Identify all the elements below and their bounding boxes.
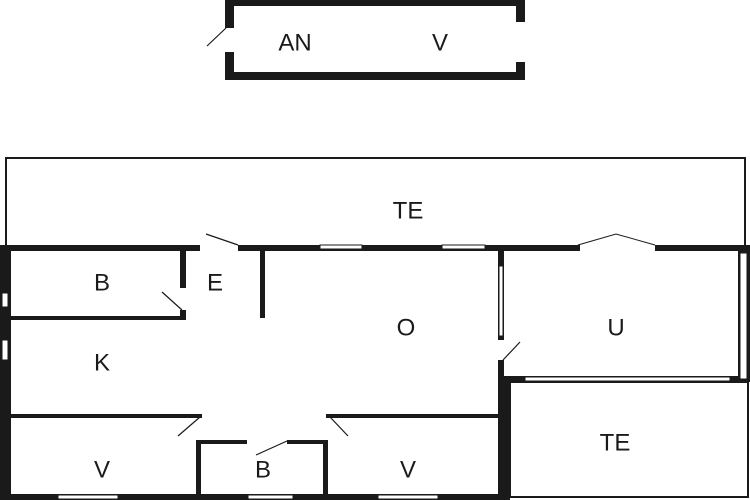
room-labels: B E O K U TE V B V [94, 269, 630, 483]
room-label-k: K [94, 349, 110, 376]
room-label-te: TE [393, 197, 424, 224]
terrace-top: TE [5, 157, 746, 247]
room-label-o: O [397, 314, 416, 341]
shed: AN V [206, 0, 526, 80]
room-label-b: B [94, 269, 110, 296]
room-label-e: E [207, 269, 223, 296]
house-walls [0, 233, 750, 500]
room-label-b-small: B [255, 456, 271, 483]
room-label-u: U [607, 314, 624, 341]
room-label-v-right: V [400, 456, 416, 483]
room-label-v-left: V [94, 456, 110, 483]
room-label-an: AN [278, 29, 311, 56]
room-label-te-lower: TE [600, 429, 631, 456]
room-label-v: V [432, 29, 448, 56]
